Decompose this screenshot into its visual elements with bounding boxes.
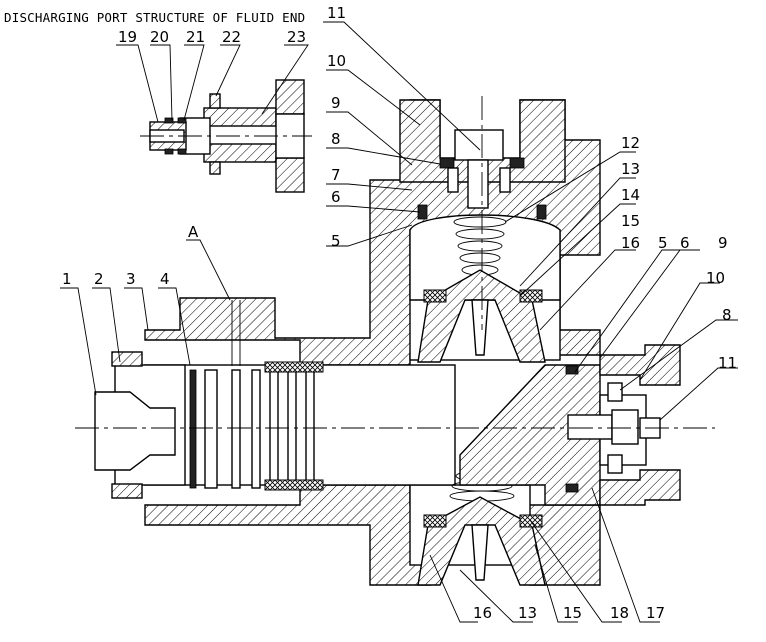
callout-13-bottom: 13 — [518, 604, 537, 622]
callout-15-top: 15 — [621, 212, 640, 230]
callout-16-top: 16 — [621, 234, 640, 252]
discharge-port-inset: 19 20 21 22 23 — [116, 28, 312, 193]
callout-2: 2 — [94, 270, 104, 288]
inset-leaders — [116, 44, 309, 123]
callout-4: 4 — [160, 270, 170, 288]
callout-17: 17 — [646, 604, 665, 622]
callout-6-right: 6 — [680, 234, 690, 252]
main-leaders — [60, 21, 738, 623]
callout-9-right: 9 — [718, 234, 728, 252]
callout-5-right: 5 — [658, 234, 668, 252]
callout-6-top: 6 — [331, 188, 341, 206]
callout-9-top: 9 — [331, 94, 341, 112]
callout-18: 18 — [610, 604, 629, 622]
callout-1: 1 — [62, 270, 72, 288]
callout-16-bottom: 16 — [473, 604, 492, 622]
upper-valve-spring — [453, 216, 507, 276]
upper-discharge-valve — [409, 214, 561, 363]
suction-end-cover — [459, 344, 681, 506]
callout-10-top: 10 — [327, 52, 346, 70]
callout-15-bottom: 15 — [563, 604, 582, 622]
callout-14: 14 — [621, 186, 640, 204]
inset-seal-rings — [164, 117, 187, 155]
callout-8-top: 8 — [331, 130, 341, 148]
callout-19: 19 — [118, 28, 137, 46]
callout-13-top: 13 — [621, 160, 640, 178]
callout-7: 7 — [331, 166, 341, 184]
callout-23: 23 — [287, 28, 306, 46]
drawing-title: DISCHARGING PORT STRUCTURE OF FLUID END — [4, 10, 305, 25]
callout-11-right: 11 — [718, 354, 737, 372]
callout-22: 22 — [222, 28, 241, 46]
callout-21: 21 — [186, 28, 205, 46]
packing-assembly — [94, 300, 324, 499]
callout-8-right: 8 — [722, 306, 732, 324]
discharge-cover — [399, 99, 566, 220]
callout-20: 20 — [150, 28, 169, 46]
callout-5-top: 5 — [331, 232, 341, 250]
callout-12: 12 — [621, 134, 640, 152]
callout-A: A — [188, 223, 199, 241]
callout-3: 3 — [126, 270, 136, 288]
callout-11-top: 11 — [327, 4, 346, 22]
callout-10-right: 10 — [706, 269, 725, 287]
